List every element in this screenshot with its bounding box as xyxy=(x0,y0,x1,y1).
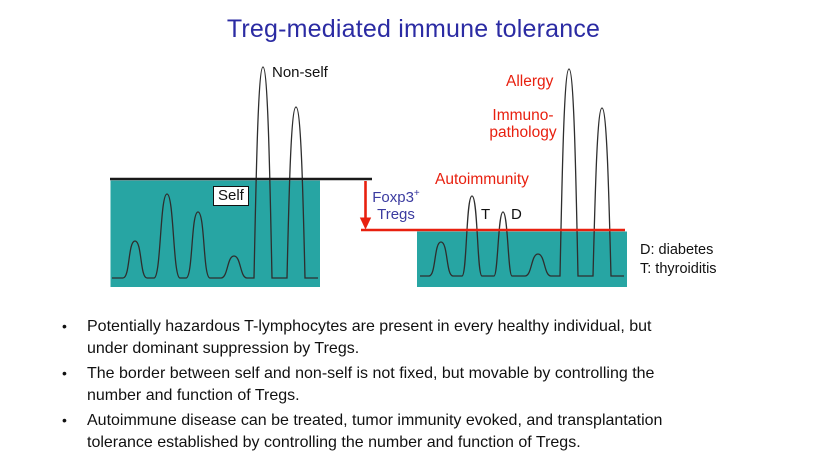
foxp3-line: Foxp3+ xyxy=(372,188,420,206)
allergy-label: Allergy xyxy=(506,73,554,90)
bullet-marker: • xyxy=(62,365,67,381)
foxp3-tregs-label: Foxp3+ Tregs xyxy=(366,185,426,223)
legend-diabetes: D: diabetes xyxy=(640,242,714,258)
bullet-marker: • xyxy=(62,318,67,334)
tregs-line: Tregs xyxy=(377,206,415,223)
immunopathology-label: Immuno- pathology xyxy=(489,107,557,141)
bullet-text: Autoimmune disease can be treated, tumor… xyxy=(87,412,663,451)
bullet-item-1: • Potentially hazardous T-lymphocytes ar… xyxy=(57,316,763,359)
suppressed-pool-box xyxy=(417,231,627,287)
bullet-text: The border between self and non-self is … xyxy=(87,365,655,404)
diabetes-peak-marker: D xyxy=(511,206,522,223)
bullet-text: Potentially hazardous T-lymphocytes are … xyxy=(87,318,652,357)
bullet-item-2: • The border between self and non-self i… xyxy=(57,363,763,406)
autoimmunity-label: Autoimmunity xyxy=(435,171,529,188)
legend-thyroiditis: T: thyroiditis xyxy=(640,261,717,277)
left-repertoire-peaks xyxy=(112,66,318,279)
bullet-list: • Potentially hazardous T-lymphocytes ar… xyxy=(57,316,763,457)
thyroiditis-peak-marker: T xyxy=(481,206,491,223)
foxp3-superscript: + xyxy=(413,188,420,199)
treg-arrow-head xyxy=(359,217,372,230)
peak-legend: D: diabetes T: thyroiditis xyxy=(640,241,717,279)
bullet-item-3: • Autoimmune disease can be treated, tum… xyxy=(57,410,763,453)
page-title: Treg-mediated immune tolerance xyxy=(226,15,601,43)
self-label: Self xyxy=(213,186,249,206)
nonself-label: Non-self xyxy=(272,64,328,81)
bullet-marker: • xyxy=(62,412,67,428)
right-repertoire-peaks xyxy=(420,68,624,277)
